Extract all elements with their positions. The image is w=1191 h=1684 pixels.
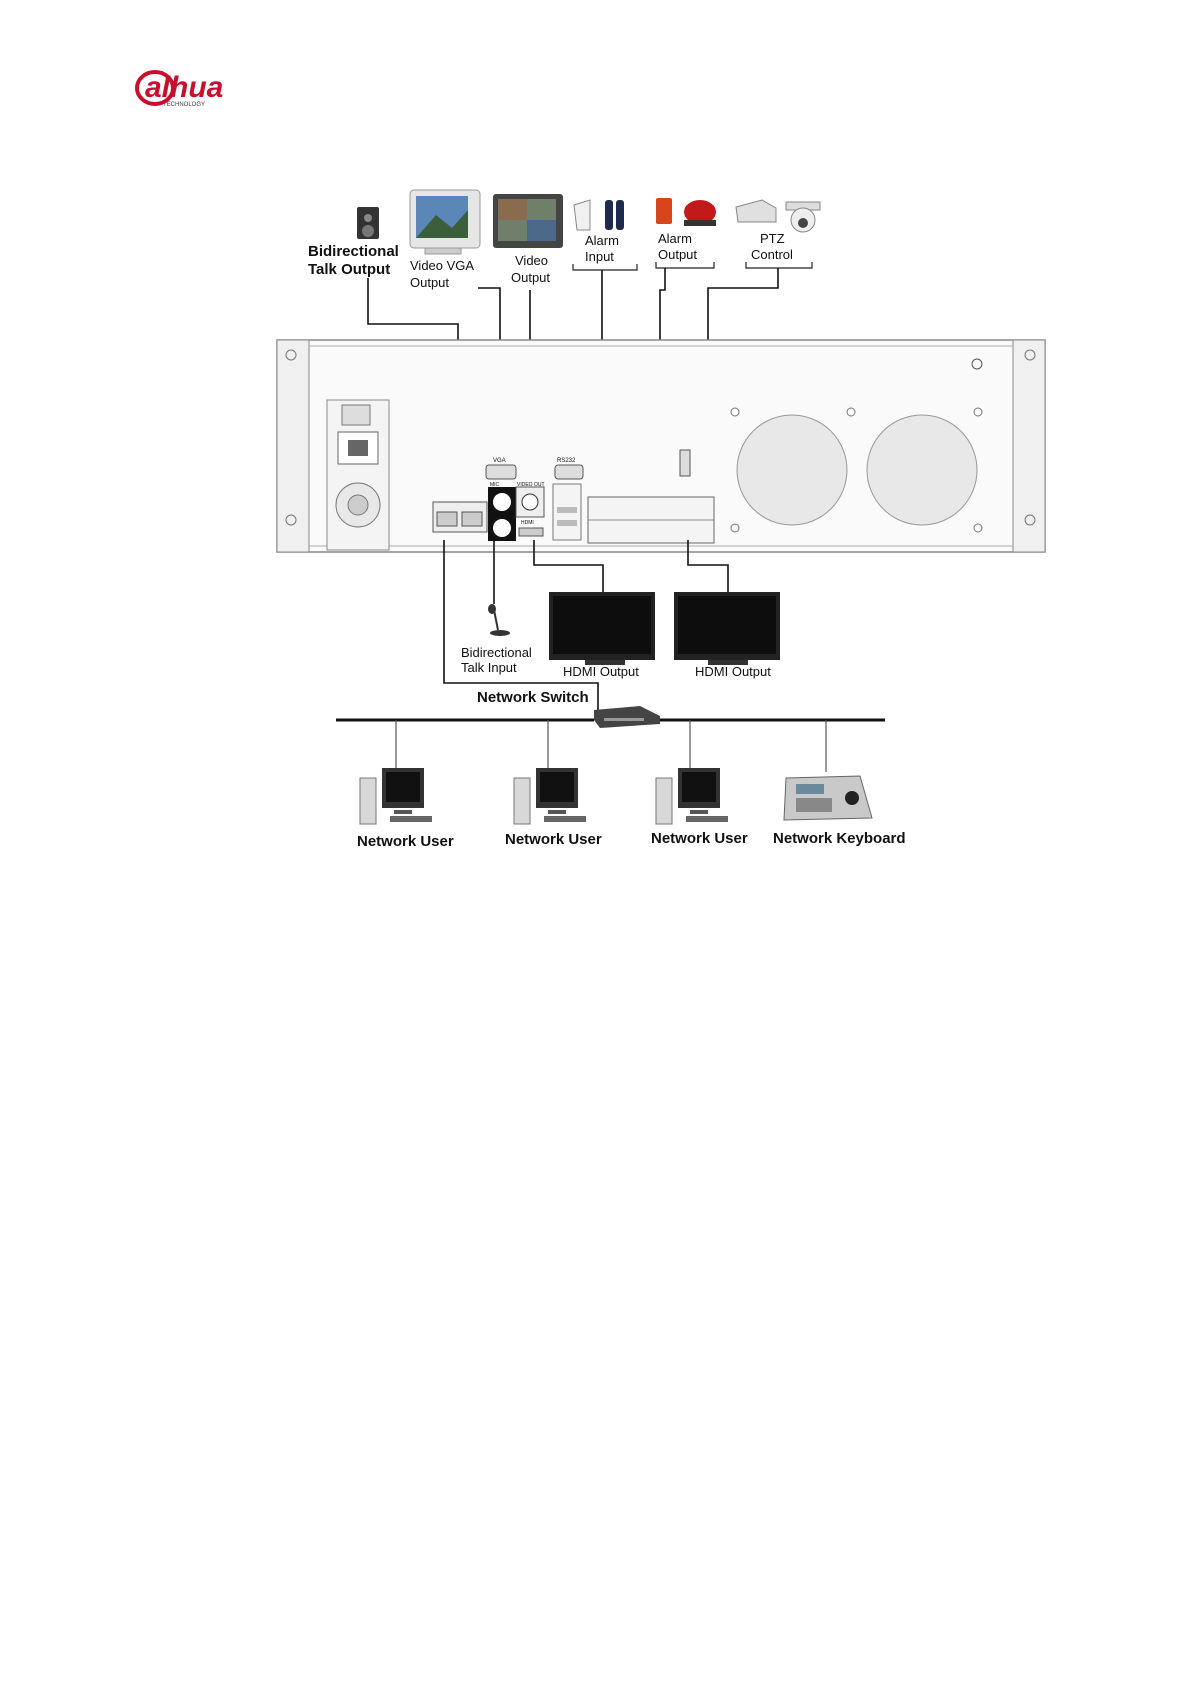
video-out-label: VIDEO OUT bbox=[517, 482, 545, 488]
ptz-camera-icon bbox=[736, 200, 820, 232]
fan-grille-1 bbox=[737, 415, 847, 525]
ptz-control-label-1: PTZ bbox=[760, 231, 785, 246]
fan-grille-2 bbox=[867, 415, 977, 525]
pc-icon-1 bbox=[360, 768, 432, 824]
video-output-label-2: Output bbox=[511, 270, 550, 285]
bidirectional-talk-output-label-1: Bidirectional bbox=[308, 243, 399, 260]
network-user-label-2: Network User bbox=[505, 831, 602, 848]
alarm-input-label-2: Input bbox=[585, 249, 614, 264]
crt-monitor-icon bbox=[493, 194, 563, 248]
network-drops bbox=[396, 720, 826, 772]
hdmi-port bbox=[519, 528, 543, 536]
connection-diagram: Bidirectional Talk Output Video VGA Outp… bbox=[0, 0, 1191, 900]
vga-monitor-icon bbox=[410, 190, 480, 254]
microphone-icon bbox=[488, 604, 510, 636]
hdmi-monitor-1 bbox=[549, 592, 655, 665]
hdmi-port-label: HDMI bbox=[521, 520, 534, 526]
video-vga-output-label-1: Video VGA bbox=[410, 258, 474, 273]
mic-port-label: MIC bbox=[490, 482, 500, 488]
siren-icon bbox=[656, 198, 716, 226]
alarm-output-label-2: Output bbox=[658, 247, 697, 262]
network-keyboard-label: Network Keyboard bbox=[773, 830, 906, 847]
network-user-label-3: Network User bbox=[651, 830, 748, 847]
hdmi-output-label-2: HDMI Output bbox=[695, 664, 771, 679]
video-vga-output-label-2: Output bbox=[410, 275, 449, 290]
alarm-output-label-1: Alarm bbox=[658, 231, 692, 246]
network-switch-icon bbox=[594, 706, 660, 728]
alarm-input-label-1: Alarm bbox=[585, 233, 619, 248]
network-switch-label: Network Switch bbox=[477, 689, 589, 706]
nvr-rear-panel: VGA RS232 MIC VIDEO OUT HDMI bbox=[277, 340, 1045, 552]
network-user-label-1: Network User bbox=[357, 833, 454, 850]
speaker-icon bbox=[357, 207, 379, 239]
pc-icon-3 bbox=[656, 768, 728, 824]
bidirectional-talk-output-label-2: Talk Output bbox=[308, 261, 390, 278]
power-supply bbox=[327, 400, 389, 550]
vga-port bbox=[486, 465, 516, 479]
rs232-port-label: RS232 bbox=[557, 458, 576, 464]
pc-icon-2 bbox=[514, 768, 586, 824]
hdmi-output-label-1: HDMI Output bbox=[563, 664, 639, 679]
ptz-control-label-2: Control bbox=[751, 247, 793, 262]
bidirectional-talk-input-label-1: Bidirectional bbox=[461, 645, 532, 660]
video-output-label-1: Video bbox=[515, 253, 548, 268]
bidirectional-talk-input-label-2: Talk Input bbox=[461, 660, 517, 675]
rs232-port bbox=[555, 465, 583, 479]
alarm-sensor-icon bbox=[574, 200, 624, 230]
hdmi-port-2 bbox=[680, 450, 690, 476]
hdmi-monitor-2 bbox=[674, 592, 780, 665]
vga-port-label: VGA bbox=[493, 458, 506, 464]
network-keyboard-icon bbox=[784, 776, 872, 820]
